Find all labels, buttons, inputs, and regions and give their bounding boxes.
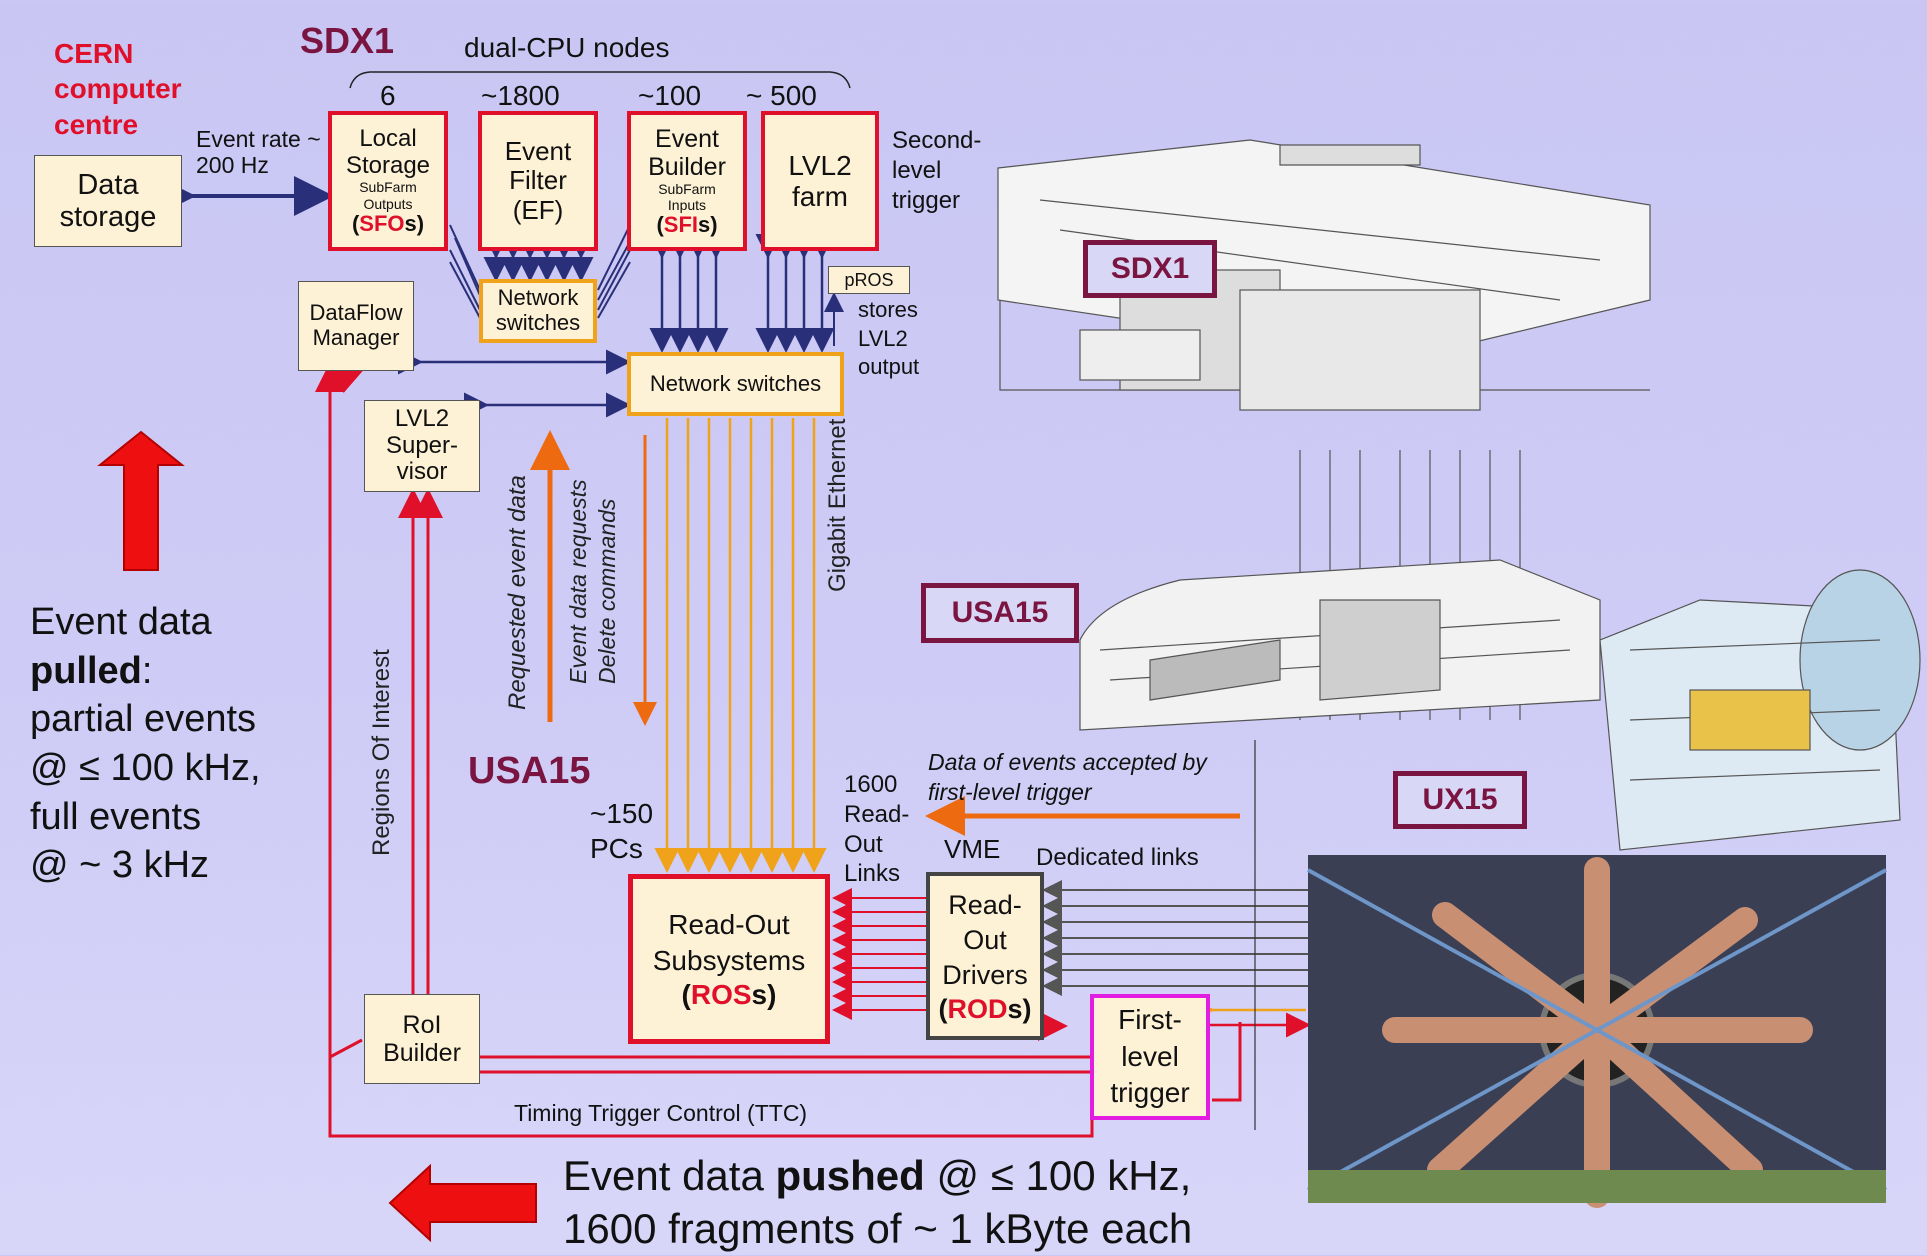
ros-abbr-highlight: ROS [691,979,752,1010]
sfi-abbr-open: ( [656,212,663,237]
pros-label: pROS [844,270,893,290]
delete-commands-label: Delete commands [594,499,621,684]
lvl2-supervisor-label: LVL2 Super- visor [375,406,469,487]
count-ef: ~1800 [481,80,560,112]
first-level-trigger-label: First- level trigger [1104,1002,1196,1111]
ros-abbr: (ROSs) [682,979,777,1010]
sfi-subtitle: SubFarm Inputs [652,181,722,213]
requested-data-label: Requested event data [504,475,532,710]
lvl2-supervisor-box: LVL2 Super- visor [364,400,480,492]
data-storage-box: Data storage [34,155,182,247]
pulled-line-5: full events [30,793,261,842]
sfi-box: Event Builder SubFarm Inputs (SFIs) [627,111,747,251]
network-switches-main-label: Network switches [650,372,821,397]
pulled-line-2: pulled: [30,647,261,696]
pcs-label: ~150 PCs [590,796,670,866]
data-storage-label: Data storage [43,169,173,234]
dataflow-manager-box: DataFlow Manager [298,281,414,371]
pulled-line-6: @ ~ 3 kHz [30,841,261,890]
pulled-line-3: partial events [30,695,261,744]
stores-lvl2-label: stores LVL2 output [858,296,958,382]
tag-ux15: UX15 [1393,771,1527,829]
sfo-box: Local Storage SubFarm Outputs (SFOs) [328,111,448,251]
ros-abbr-close: s) [752,979,777,1010]
sfo-abbr-highlight: SFO [359,211,404,236]
ttc-label: Timing Trigger Control (TTC) [514,1100,807,1127]
pushed-description: Event data pushed @ ≤ 100 kHz, 1600 frag… [563,1150,1192,1256]
sfo-abbr: (SFOs) [352,212,424,237]
accepted-by-l1-label: Data of events accepted by first-level t… [928,748,1228,808]
count-sfi: ~100 [638,80,701,112]
pushed-keyword: pushed [775,1152,924,1199]
roi-builder-label: RoI Builder [379,1011,465,1067]
count-sfo: 6 [380,80,396,112]
rod-abbr-highlight: ROD [947,994,1007,1024]
count-lvl2: ~ 500 [746,80,817,112]
tag-sdx1: SDX1 [1083,240,1217,298]
event-filter-label: Event Filter (EF) [492,137,584,224]
network-switches-main: Network switches [627,352,844,416]
sfo-title: Local Storage [332,126,444,180]
first-level-trigger-box: First- level trigger [1090,994,1210,1120]
event-rate-label: Event rate ~ 200 Hz [196,126,326,179]
roi-builder-box: RoI Builder [364,994,480,1084]
sfo-subtitle: SubFarm Outputs [346,179,430,211]
pushed-line-2: 1600 fragments of ~ 1 kByte each [563,1203,1192,1256]
second-level-label: Second- level trigger [892,126,1002,216]
network-switches-small-label: Network switches [491,286,585,335]
lvl2-farm-box: LVL2 farm [761,111,879,251]
rod-abbr-close: s) [1007,994,1031,1024]
pulled-keyword: pulled [30,650,142,692]
atlas-detector-photo [1308,855,1886,1203]
cern-centre-label: CERN computer centre [54,36,214,142]
usa15-label: USA15 [468,750,591,793]
pushed-line-1: Event data pushed @ ≤ 100 kHz, [563,1150,1192,1203]
rod-abbr: (RODs) [938,994,1031,1024]
ros-abbr-open: ( [682,979,691,1010]
vme-label: VME [944,834,1000,865]
roi-vertical-label: Regions Of Interest [368,649,396,856]
pulled-colon: : [142,650,153,692]
dedicated-links-label: Dedicated links [1036,844,1199,872]
lvl2-farm-label: LVL2 farm [779,150,861,213]
pulled-line-1-text: Event data [30,601,212,643]
event-filter-box: Event Filter (EF) [478,111,598,251]
pushed-line-1-start: Event data [563,1152,775,1199]
data-requests-label: Event data requests [565,479,592,684]
network-switches-small: Network switches [479,279,597,343]
pulled-line-1: Event data [30,598,261,647]
gigabit-label: Gigabit Ethernet [824,419,852,592]
ros-title: Read-Out Subsystems [644,907,814,979]
sfi-title: Event Builder [637,125,737,181]
ros-box: Read-Out Subsystems (ROSs) [628,874,830,1044]
sfi-abbr-highlight: SFI [664,212,698,237]
pulled-description: Event data pulled: partial events @ ≤ 10… [30,598,261,890]
rod-box: Read- Out Drivers (RODs) [926,872,1044,1040]
rod-title: Read- Out Drivers [940,888,1030,993]
sfi-abbr: (SFIs) [656,213,717,238]
dataflow-manager-label: DataFlow Manager [307,301,405,350]
sdx1-heading: SDX1 [300,20,394,62]
pushed-line-1-end: @ ≤ 100 kHz, [925,1152,1191,1199]
dual-cpu-label: dual-CPU nodes [464,32,669,64]
tag-usa15: USA15 [921,583,1079,643]
sfi-abbr-close: s) [698,212,718,237]
sfo-abbr-close: s) [405,211,425,236]
pros-box: pROS [828,266,910,294]
pulled-line-4: @ ≤ 100 kHz, [30,744,261,793]
readout-links-label: 1600 Read- Out Links [844,770,924,889]
